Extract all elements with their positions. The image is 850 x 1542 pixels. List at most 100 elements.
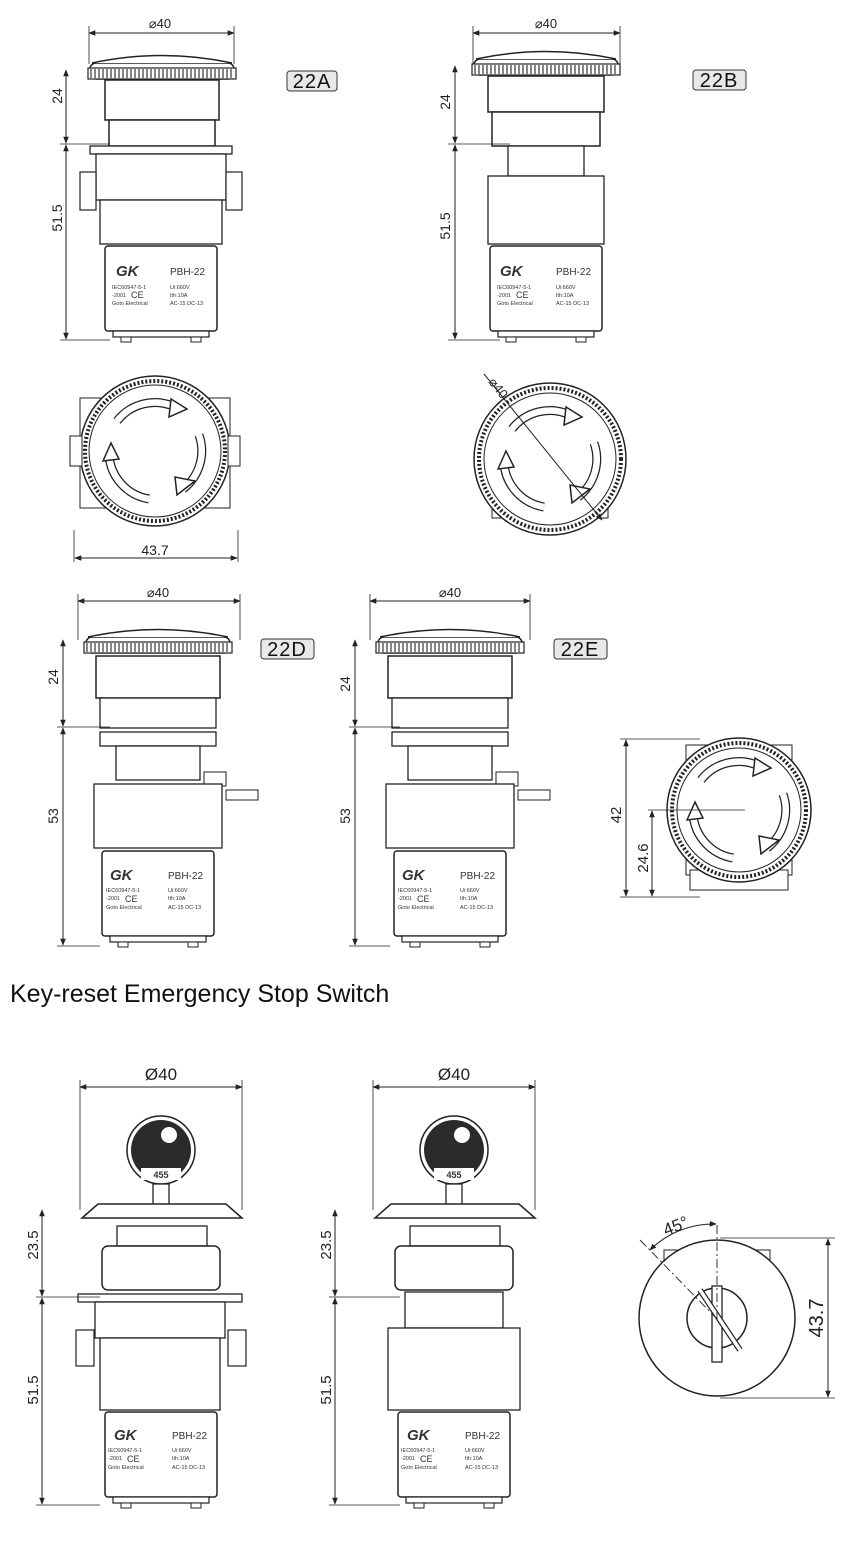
svg-text:CE: CE	[516, 290, 529, 300]
svg-text:Goto Electrical: Goto Electrical	[108, 1465, 144, 1471]
svg-text:-2001: -2001	[401, 1456, 415, 1462]
svg-text:PBH-22: PBH-22	[170, 267, 205, 278]
svg-text:AC-15 DC-13: AC-15 DC-13	[460, 905, 493, 911]
drawing-top-view-22de: 42 24.6	[608, 737, 812, 898]
svg-text:IEC60947-5-1: IEC60947-5-1	[108, 1448, 142, 1454]
key-number: 455	[153, 1170, 168, 1180]
drawing-22b-top-view: ⌀40	[473, 373, 627, 536]
dim-k1-body: 51.5	[25, 1375, 42, 1404]
tag-22e: 22E	[553, 638, 608, 661]
drawing-22a-top-view: 43.7	[69, 375, 241, 562]
label-plate-22b: GK PBH-22 IEC60947-5-1 -2001 CE Goto Ele…	[497, 263, 591, 307]
svg-text:Ith:10A: Ith:10A	[168, 896, 186, 902]
svg-text:-2001: -2001	[108, 1456, 122, 1462]
dim-k2-body: 51.5	[318, 1375, 335, 1404]
dim-22a-diameter: ⌀40	[149, 16, 171, 31]
svg-text:IEC60947-5-1: IEC60947-5-1	[497, 285, 531, 291]
svg-text:-2001: -2001	[398, 896, 412, 902]
svg-text:-2001: -2001	[497, 293, 511, 299]
svg-text:22E: 22E	[561, 639, 600, 661]
svg-text:Ith:10A: Ith:10A	[172, 1456, 190, 1462]
svg-text:Goto Electrical: Goto Electrical	[106, 905, 142, 911]
svg-text:AC-15 DC-13: AC-15 DC-13	[172, 1465, 205, 1471]
svg-text:GK: GK	[114, 1427, 138, 1444]
svg-text:Ith:10A: Ith:10A	[170, 293, 188, 299]
tag-22d: 22D	[260, 638, 315, 661]
dim-k1-diameter: Ø40	[145, 1065, 177, 1084]
svg-text:PBH-22: PBH-22	[556, 267, 591, 278]
dim-side-24-6: 24.6	[635, 843, 652, 872]
drawing-key-reset-1: Ø40 455 23.5 51.5	[25, 1065, 247, 1509]
dim-22d-top: 24	[45, 669, 61, 685]
drawing-22b-front: ⌀40 24 51.5	[437, 16, 621, 343]
tag-22a: 22A	[286, 70, 338, 93]
svg-text:CE: CE	[420, 1454, 433, 1464]
label-plate-key-2: GK PBH-22 IEC60947-5-1 -2001 CE Goto Ele…	[401, 1427, 500, 1471]
dim-22d-body: 53	[45, 808, 61, 824]
dim-22a-width: 43.7	[141, 542, 168, 558]
svg-text:CE: CE	[131, 290, 144, 300]
svg-text:IEC60947-5-1: IEC60947-5-1	[112, 285, 146, 291]
drawing-22d-front: ⌀40 24 53	[45, 585, 259, 948]
svg-text:GK: GK	[402, 867, 426, 884]
svg-text:Ui:660V: Ui:660V	[556, 285, 576, 291]
dim-k2-diameter: Ø40	[438, 1065, 470, 1084]
section-title: Key-reset Emergency Stop Switch	[10, 980, 390, 1008]
drawing-22e-front: ⌀40 24 53	[337, 585, 551, 948]
svg-text:Ui:660V: Ui:660V	[172, 1448, 192, 1454]
svg-text:22D: 22D	[267, 639, 307, 661]
svg-text:AC-15 DC-13: AC-15 DC-13	[170, 301, 203, 307]
label-plate-key-1: GK PBH-22 IEC60947-5-1 -2001 CE Goto Ele…	[108, 1427, 207, 1471]
dim-k1-top: 23.5	[25, 1230, 42, 1259]
svg-text:IEC60947-5-1: IEC60947-5-1	[401, 1448, 435, 1454]
svg-text:CE: CE	[417, 894, 430, 904]
svg-text:IEC60947-5-1: IEC60947-5-1	[398, 888, 432, 894]
svg-text:AC-15 DC-13: AC-15 DC-13	[556, 301, 589, 307]
svg-text:Goto Electrical: Goto Electrical	[401, 1465, 437, 1471]
svg-text:AC-15 DC-13: AC-15 DC-13	[168, 905, 201, 911]
tag-22b: 22B	[692, 69, 747, 92]
svg-text:PBH-22: PBH-22	[465, 1431, 500, 1442]
dim-key-angle: 45°	[660, 1212, 691, 1239]
label-plate-22d: GK PBH-22 IEC60947-5-1 -2001 CE Goto Ele…	[106, 867, 203, 911]
svg-text:22A: 22A	[293, 71, 332, 93]
dim-22e-body: 53	[337, 808, 353, 824]
dim-side-42: 42	[608, 807, 625, 824]
svg-text:Ui:660V: Ui:660V	[170, 285, 190, 291]
dim-22a-top: 24	[49, 88, 65, 104]
dim-22b-body: 51.5	[437, 212, 453, 239]
svg-text:455: 455	[446, 1170, 461, 1180]
svg-text:-2001: -2001	[106, 896, 120, 902]
svg-text:Ui:660V: Ui:660V	[465, 1448, 485, 1454]
svg-text:Ith:10A: Ith:10A	[460, 896, 478, 902]
drawing-22a-front: ⌀40 24 51.5	[49, 16, 243, 343]
svg-text:GK: GK	[500, 263, 524, 280]
svg-text:PBH-22: PBH-22	[168, 871, 203, 882]
dim-22d-diameter: ⌀40	[147, 585, 169, 600]
svg-text:PBH-22: PBH-22	[460, 871, 495, 882]
label-plate-22a: GK PBH-22 IEC60947-5-1 -2001 CE Goto Ele…	[112, 263, 205, 307]
svg-text:IEC60947-5-1: IEC60947-5-1	[106, 888, 140, 894]
svg-text:CE: CE	[125, 894, 138, 904]
svg-text:Goto Electrical: Goto Electrical	[112, 301, 148, 307]
dim-22b-top: 24	[437, 94, 453, 110]
dim-k2-top: 23.5	[318, 1230, 335, 1259]
svg-text:Goto Electrical: Goto Electrical	[398, 905, 434, 911]
svg-text:22B: 22B	[700, 70, 739, 92]
svg-text:Ith:10A: Ith:10A	[465, 1456, 483, 1462]
svg-text:CE: CE	[127, 1454, 140, 1464]
svg-text:Ui:660V: Ui:660V	[460, 888, 480, 894]
dim-22b-diameter: ⌀40	[535, 16, 557, 31]
label-plate-22e: GK PBH-22 IEC60947-5-1 -2001 CE Goto Ele…	[398, 867, 495, 911]
svg-text:GK: GK	[407, 1427, 431, 1444]
drawing-key-reset-top-view: 45° 43.7	[638, 1212, 835, 1399]
svg-text:Goto Electrical: Goto Electrical	[497, 301, 533, 307]
svg-text:Ui:660V: Ui:660V	[168, 888, 188, 894]
svg-text:-2001: -2001	[112, 293, 126, 299]
svg-text:GK: GK	[110, 867, 134, 884]
dim-22e-diameter: ⌀40	[439, 585, 461, 600]
dim-22a-body: 51.5	[49, 204, 65, 231]
svg-text:Ith:10A: Ith:10A	[556, 293, 574, 299]
dim-22e-top: 24	[337, 676, 353, 692]
